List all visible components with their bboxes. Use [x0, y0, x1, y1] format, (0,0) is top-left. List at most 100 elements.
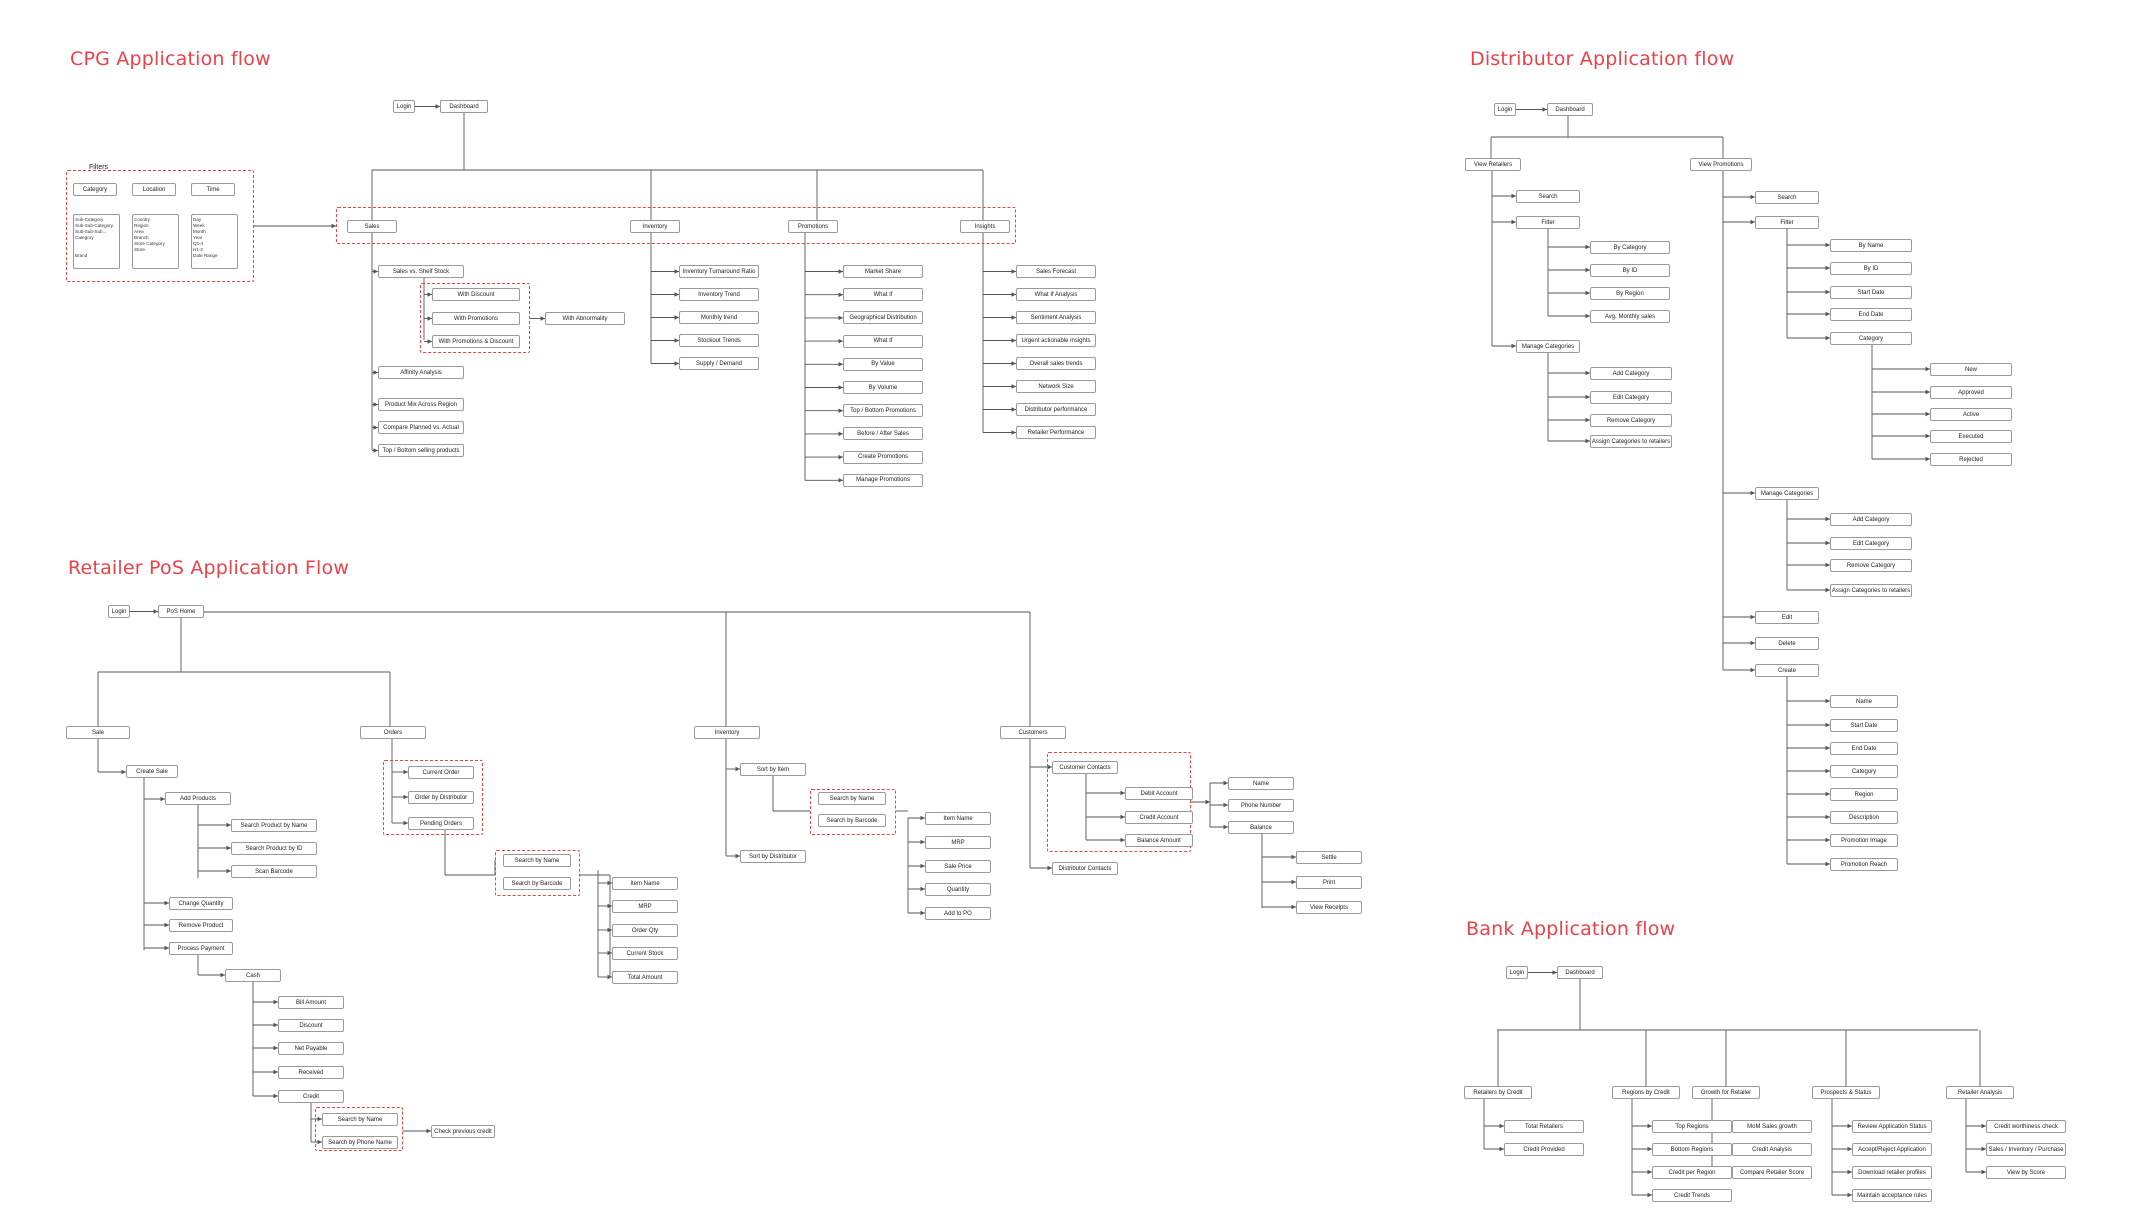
bk-item-3-2: Download retailer profiles	[1852, 1166, 1932, 1179]
bk-item-1-1: Bottom Regions	[1652, 1143, 1732, 1156]
rt-contact-field-1: Phone Number	[1228, 799, 1294, 812]
rt-inv-search-0: Search by Name	[818, 792, 886, 805]
rt-login: Login	[108, 605, 130, 618]
rt-create-sale: Create Sale	[126, 765, 178, 778]
rt-add-products: Add Products	[165, 792, 231, 805]
cpg-filters-box	[66, 170, 254, 282]
cpg-insights-5: Network Size	[1016, 380, 1096, 393]
rt-account-2: Balance Amount	[1125, 834, 1193, 847]
cpg-inventory-4: Supply / Demand	[679, 357, 759, 370]
bk-group-2: Growth for Retailer	[1692, 1086, 1760, 1099]
cpg-inventory-3: Stockout Trends	[679, 334, 759, 347]
bk-group-3: Prospects & Status	[1812, 1086, 1880, 1099]
cpg-shelf-1: With Promotions	[432, 312, 520, 325]
bk-item-1-0: Top Regions	[1652, 1120, 1732, 1133]
cpg-insights-6: Distributor performance	[1016, 403, 1096, 416]
cpg-category-list	[73, 214, 120, 269]
ds-p-create-2: End Date	[1830, 742, 1898, 755]
cpg-insights-7: Retailer Performance	[1016, 426, 1096, 439]
rt-sort-distributor: Sort by Distributor	[740, 850, 806, 863]
rt-inventory: Inventory	[694, 726, 760, 739]
rt-order-2: Pending Orders	[408, 817, 474, 830]
rt-credit-1: Search by Phone Name	[322, 1136, 398, 1149]
cpg-promotions-0: Market Share	[843, 265, 923, 278]
cpg-sales: Sales	[347, 220, 397, 233]
rt-cash-1: Discount	[278, 1019, 344, 1032]
rt-action-2: Process Payment	[169, 942, 233, 955]
ds-p-search: Search	[1755, 191, 1819, 204]
rt-orders-search-box	[495, 850, 580, 896]
cpg-promotions-7: Before / After Sales	[843, 427, 923, 441]
cpg-filter-category: Category	[73, 183, 117, 196]
rt-order-search-1: Search by Barcode	[503, 877, 571, 890]
rt-cash-3: Received	[278, 1066, 344, 1079]
ds-p-create-4: Region	[1830, 788, 1898, 801]
cpg-insights-3: Urgent actionable insights	[1016, 334, 1096, 347]
cpg-filter-location: Location	[132, 183, 176, 196]
rt-inv-field-2: Sale Price	[925, 860, 991, 873]
cpg-promotions-6: Top / Bottom Promotions	[843, 404, 923, 418]
ds-p-status-1: Approved	[1930, 386, 2012, 399]
ds-p-status-4: Rejected	[1930, 453, 2012, 466]
bk-item-0-0: Total Retailers	[1504, 1120, 1584, 1133]
bk-item-4-0: Credit worthiness check	[1986, 1120, 2066, 1133]
cpg-login: Login	[393, 100, 415, 113]
cpg-promotions-9: Manage Promotions	[843, 473, 923, 487]
bk-item-1-3: Credit Trends	[1652, 1189, 1732, 1202]
rt-orders-box	[383, 760, 483, 835]
rt-order-field-1: MRP	[612, 900, 678, 913]
rt-account-0: Debit Account	[1125, 787, 1193, 800]
ds-p-status-3: Executed	[1930, 430, 2012, 443]
cpg-dashboard: Dashboard	[440, 100, 488, 113]
ds-r-manage-3: Assign Categories to retailers	[1590, 435, 1672, 448]
rt-order-field-2: Order Qty	[612, 924, 678, 937]
bk-login: Login	[1506, 966, 1528, 979]
bk-dashboard: Dashboard	[1557, 966, 1603, 979]
rt-inv-field-3: Quantity	[925, 883, 991, 896]
ds-p-filter: Filter	[1755, 216, 1819, 229]
cpg-location-list-text: Country Region Area Branch Store Categor…	[134, 217, 165, 252]
bk-item-4-2: View by Score	[1986, 1166, 2066, 1179]
rt-contact-field-0: Name	[1228, 777, 1294, 790]
cpg-sales-0: Sales vs. Shelf Stock	[378, 265, 464, 278]
ds-p-filter-3: End Date	[1830, 308, 1912, 321]
rt-balance-0: Settle	[1296, 851, 1362, 864]
ds-r-manage-1: Edit Category	[1590, 391, 1672, 404]
bk-item-3-0: Review Application Status	[1852, 1120, 1932, 1133]
cpg-promotions-5: By Volume	[843, 381, 923, 394]
rt-customers: Customers	[1000, 726, 1066, 739]
rt-action-0: Change Quantity	[169, 897, 233, 910]
cpg-sales-4: Top / Bottom selling products	[378, 444, 464, 457]
cpg-time-list-text: Day Week Month Year Q1-4 H1-2 Date Range	[193, 217, 218, 258]
ds-p-filter-0: By Name	[1830, 239, 1912, 252]
cpg-abnormality: With Abnormality	[545, 312, 625, 325]
rt-credit-box	[315, 1107, 403, 1151]
ds-p-create-3: Category	[1830, 765, 1898, 778]
rt-sale: Sale	[66, 726, 130, 739]
ds-p-filter-1: By ID	[1830, 262, 1912, 275]
ds-p-manage: Manage Categories	[1755, 487, 1819, 500]
bk-item-3-3: Maintain acceptance rules	[1852, 1189, 1932, 1202]
ds-dashboard: Dashboard	[1547, 103, 1593, 116]
rt-cash: Cash	[225, 969, 281, 982]
rt-credit-0: Search by Name	[322, 1113, 398, 1126]
ds-r-filter: Filter	[1516, 216, 1580, 229]
rt-balance-2: View Receipts	[1296, 901, 1362, 914]
rt-inv-search-box	[810, 789, 896, 835]
ds-p-filter-4: Category	[1830, 332, 1912, 345]
ds-r-manage: Manage Categories	[1516, 340, 1580, 353]
ds-r-manage-2: Remove Category	[1590, 414, 1672, 427]
ds-p-create: Create	[1755, 664, 1819, 677]
rt-order-0: Current Order	[408, 766, 474, 779]
cpg-inventory: Inventory	[630, 220, 680, 233]
rt-distributor-contacts: Distributor Contacts	[1052, 862, 1118, 875]
cpg-category-list-text: Sub-Category Sub-Sub-Category Sub-Sub-Su…	[75, 217, 114, 258]
cpg-insights-0: Sales Forecast	[1016, 265, 1096, 278]
rt-orders: Orders	[360, 726, 426, 739]
rt-cash-0: Bill Amount	[278, 996, 344, 1009]
ds-promotions: View Promotions	[1690, 158, 1752, 171]
rt-action-1: Remove Product	[169, 919, 233, 932]
ds-p-create-6: Promotion Image	[1830, 834, 1898, 847]
rt-contacts-box	[1047, 752, 1191, 852]
ds-login: Login	[1494, 103, 1516, 116]
